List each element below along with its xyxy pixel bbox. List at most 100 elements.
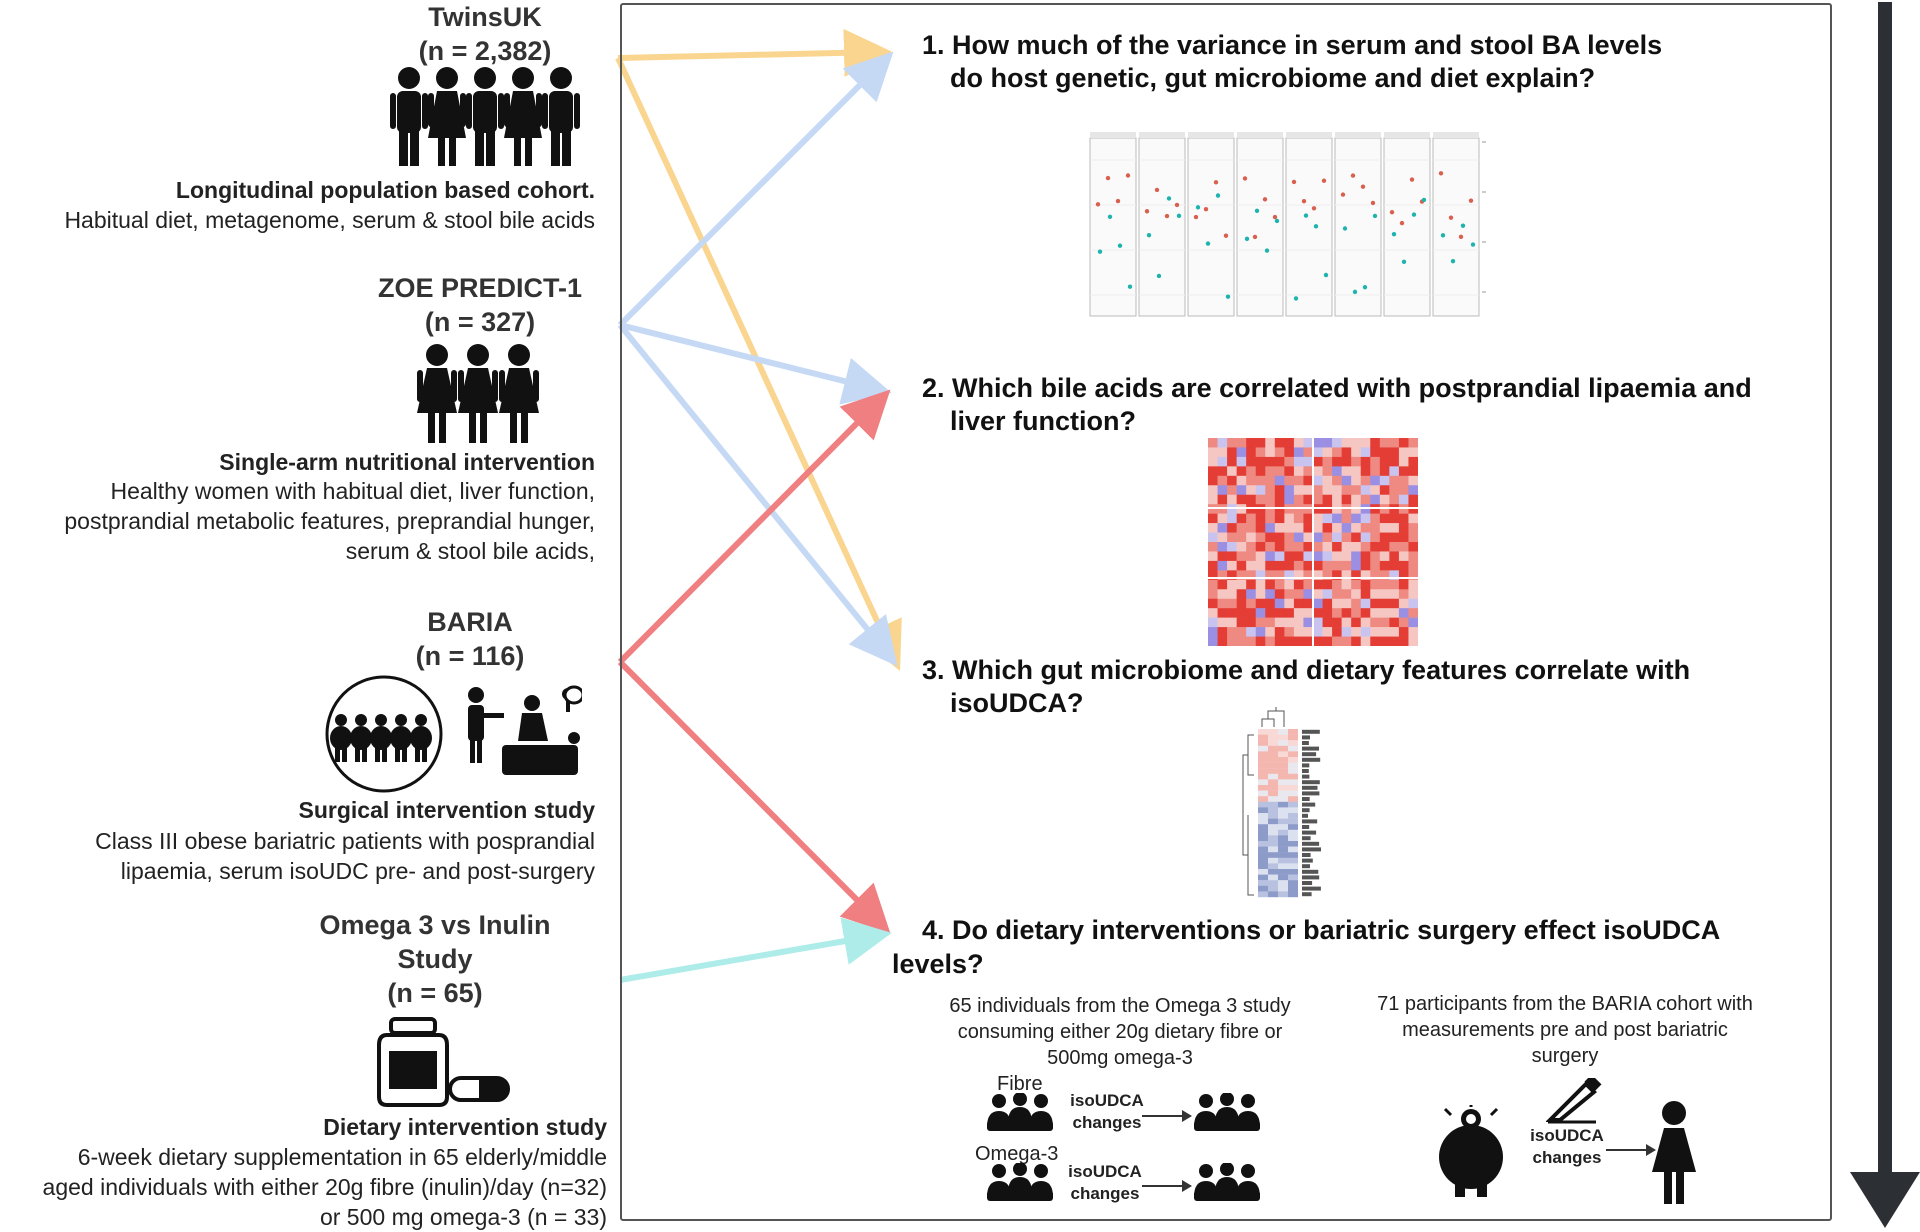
- teal-point: [1244, 236, 1250, 242]
- heatmap-cell: [1227, 579, 1237, 590]
- heatmap-cell: [1322, 608, 1333, 618]
- teal-point: [1156, 273, 1162, 279]
- heatmap-cell: [1389, 438, 1400, 448]
- heatmap-cell: [1389, 447, 1400, 458]
- facet-strip: [1384, 132, 1430, 138]
- teal-point: [1117, 243, 1123, 248]
- clustermap-bar: [1302, 774, 1310, 779]
- clustermap-bar: [1302, 757, 1321, 762]
- clustermap-cell: [1258, 857, 1268, 864]
- heatmap-cell: [1322, 523, 1333, 533]
- heatmap-cell: [1398, 523, 1409, 533]
- heatmap-cell: [1332, 617, 1342, 628]
- heatmap-cell: [1255, 570, 1266, 581]
- clustermap-cell: [1268, 801, 1278, 808]
- heatmap-cell: [1398, 504, 1409, 514]
- heatmap-cell: [1389, 513, 1400, 524]
- heatmap-cell: [1265, 456, 1276, 467]
- clustermap-cell: [1268, 869, 1278, 875]
- baria-name: BARIA: [427, 607, 513, 637]
- clustermap-bar: [1302, 892, 1312, 897]
- heatmap-cell: [1370, 627, 1381, 637]
- heatmap-cell: [1227, 617, 1237, 628]
- heatmap-cell: [1217, 589, 1228, 600]
- heatmap-cell: [1370, 523, 1381, 533]
- heatmap-cell: [1208, 475, 1218, 486]
- heatmap-cell: [1332, 542, 1342, 552]
- heatmap-cell: [1274, 532, 1285, 543]
- heatmap-cell: [1408, 598, 1418, 609]
- heatmap-cell: [1370, 494, 1381, 505]
- heatmap-cell: [1341, 466, 1352, 477]
- clustermap-bar: [1302, 853, 1311, 857]
- clustermap-cell: [1278, 813, 1288, 819]
- heatmap-cell: [1351, 447, 1362, 458]
- arrow-twinsuk-q1: [617, 28, 892, 77]
- heatmap-cell: [1255, 504, 1266, 514]
- clustermap-cell: [1258, 762, 1268, 769]
- heatmap-cell: [1379, 523, 1390, 533]
- heatmap-cell: [1389, 560, 1400, 571]
- surgery-icon: [468, 685, 582, 775]
- heatmap-cell: [1236, 475, 1247, 486]
- heatmap-cell: [1313, 551, 1323, 562]
- heatmap-cell: [1341, 523, 1352, 533]
- clustermap-cell: [1268, 852, 1278, 858]
- teal-point: [1411, 212, 1417, 217]
- heatmap-cell: [1398, 456, 1409, 467]
- heatmap-cell: [1255, 579, 1266, 590]
- heatmap-cell: [1284, 523, 1295, 533]
- heatmap-cell: [1265, 627, 1276, 637]
- heatmap-cell: [1246, 608, 1257, 618]
- heatmap-cell: [1217, 627, 1228, 637]
- fibre-change-arrow: [1142, 1110, 1192, 1122]
- heatmap-cell: [1322, 485, 1333, 496]
- heatmap-cell: [1227, 523, 1237, 533]
- clustermap-cell: [1278, 863, 1288, 870]
- heatmap-cell: [1303, 438, 1314, 448]
- heatmap-cell: [1255, 542, 1266, 552]
- heatmap-cell: [1360, 608, 1371, 618]
- heatmap-cell: [1341, 438, 1352, 448]
- heatmap-cell: [1265, 523, 1276, 533]
- red-point: [1360, 184, 1366, 189]
- heatmap-cell: [1303, 617, 1314, 628]
- arrow-omega-q4: [619, 917, 892, 983]
- heatmap-cell: [1246, 598, 1257, 609]
- heatmap-cell: [1341, 504, 1352, 514]
- q4-baria-desc-2: measurements pre and post bariatric: [1402, 1019, 1728, 1041]
- heatmap-cell: [1379, 456, 1390, 467]
- heatmap-cell: [1265, 485, 1276, 496]
- twinsuk-n: (n = 2,382): [418, 36, 552, 66]
- red-point: [1448, 215, 1454, 220]
- clustermap-bar: [1302, 752, 1317, 757]
- heatmap-cell: [1284, 504, 1295, 514]
- heatmap-cell: [1398, 570, 1409, 581]
- teal-point: [1254, 208, 1260, 214]
- clustermap-cell: [1278, 874, 1288, 881]
- heatmap-cell: [1322, 494, 1333, 505]
- heatmap-cell: [1313, 598, 1323, 609]
- heatmap-cell: [1227, 589, 1237, 600]
- omega-type: Dietary intervention study: [323, 1114, 607, 1140]
- clustermap-cell: [1258, 773, 1268, 780]
- heatmap-cell: [1332, 579, 1342, 590]
- heatmap-cell: [1379, 485, 1390, 496]
- q4-omega-desc-2: consuming either 20g dietary fibre or: [957, 1021, 1283, 1043]
- zoe-type: Single-arm nutritional intervention: [219, 449, 595, 475]
- heatmap-cell: [1255, 523, 1266, 533]
- red-point: [1115, 198, 1121, 204]
- heatmap-cell: [1408, 475, 1418, 486]
- clustermap-cell: [1278, 835, 1288, 842]
- supplement-jar-icon: [377, 1017, 449, 1107]
- clustermap-bar: [1302, 741, 1309, 745]
- heatmap-cell: [1236, 485, 1247, 496]
- heatmap-cell: [1246, 494, 1257, 505]
- question-4-line-1: 4. Do dietary interventions or bariatric…: [922, 915, 1721, 945]
- baria-desc-2: lipaemia, serum isoUDC pre- and post-sur…: [120, 858, 595, 884]
- heatmap-cell: [1351, 475, 1362, 486]
- heatmap-cell: [1313, 523, 1323, 533]
- heatmap-cell: [1303, 589, 1314, 600]
- heatmap-cell: [1322, 579, 1333, 590]
